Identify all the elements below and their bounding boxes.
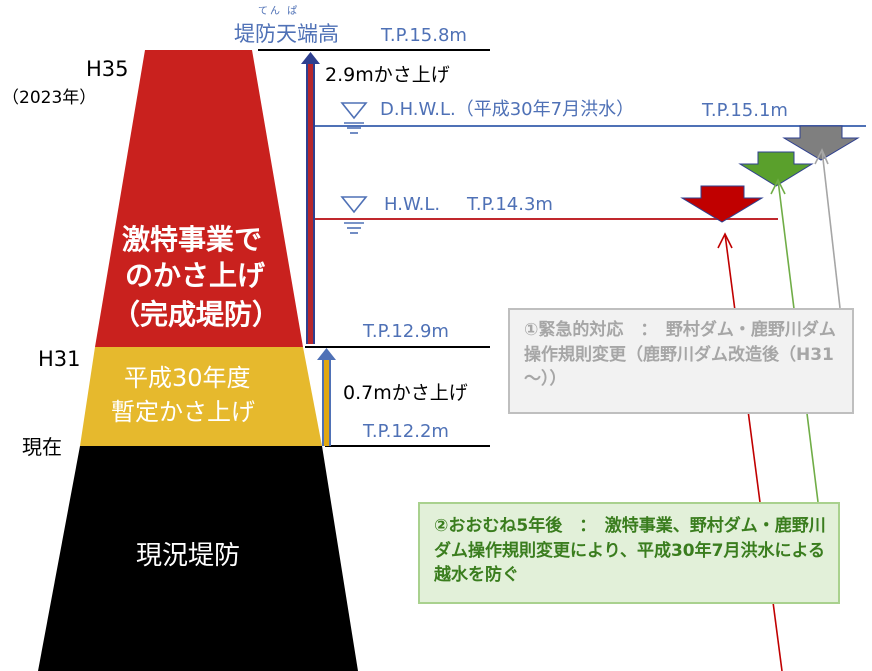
hwl-water-symbol (340, 196, 368, 234)
red-section-line3: （完成堤防） (112, 298, 281, 331)
tp122-label: T.P.12.2m (363, 421, 449, 442)
h35-label: H35 (86, 57, 129, 81)
current-label: 現在 (22, 435, 62, 459)
hwl-label: H.W.L. (384, 194, 441, 215)
red-down-arrow (680, 185, 764, 223)
dhwl-tp: T.P.15.1m (702, 100, 788, 121)
h35-year-label: （2023年） (2, 88, 97, 108)
green-down-arrow (738, 151, 814, 187)
gray-note-text: ①緊急的対応 ： 野村ダム・鹿野川ダム操作規則変更（鹿野川ダム改造後（H31～）… (524, 320, 836, 390)
raise-29-arrow (301, 52, 320, 344)
gray-note-box: ①緊急的対応 ： 野村ダム・鹿野川ダム操作規則変更（鹿野川ダム改造後（H31～）… (508, 308, 854, 414)
hwl-tp: T.P.14.3m (467, 194, 553, 215)
red-leader (717, 232, 783, 671)
h31-label: H31 (38, 347, 81, 371)
levee-red-section (95, 50, 303, 347)
red-section-line1: 激特事業で (122, 223, 263, 256)
dhwl-label: D.H.W.L.（平成30年7月洪水） (380, 99, 635, 120)
crest-name: 堤防天端高 (234, 22, 339, 46)
levee-yellow-section (80, 347, 322, 446)
black-section-label: 現況堤防 (136, 541, 241, 571)
yellow-section-line1: 平成30年度 (124, 364, 251, 392)
red-section-line2: のかさ上げ (125, 259, 266, 292)
crest-tp: T.P.15.8m (381, 25, 467, 46)
crest-ruby: てん ぱ (258, 6, 300, 17)
green-note-box: ②おおむね5年後 ： 激特事業、野村ダム・鹿野川ダム操作規則変更により、平成30… (418, 502, 840, 604)
dhwl-water-symbol (340, 102, 368, 134)
raise-07-arrow (317, 348, 336, 446)
raise-07-label: 0.7mかさ上げ (343, 382, 468, 404)
tp129-label: T.P.12.9m (363, 321, 449, 342)
levee-black-section (38, 446, 358, 671)
yellow-section-line2: 暫定かさ上げ (111, 398, 255, 426)
gray-down-arrow (782, 125, 860, 161)
gray-leader (814, 148, 841, 309)
raise-29-label: 2.9mかさ上げ (325, 64, 450, 86)
green-note-text: ②おおむね5年後 ： 激特事業、野村ダム・鹿野川ダム操作規則変更により、平成30… (434, 516, 826, 586)
